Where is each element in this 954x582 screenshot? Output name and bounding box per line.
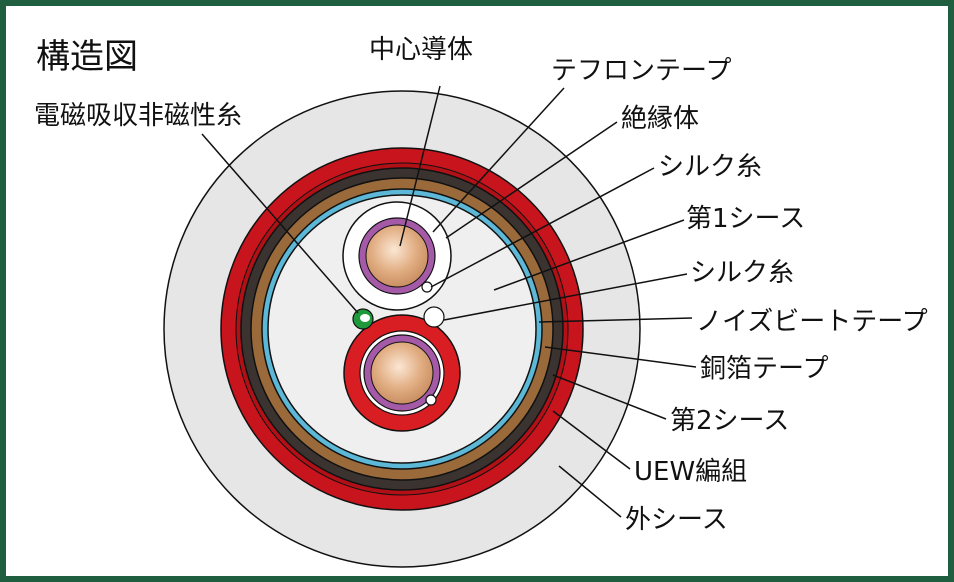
leader-silk-thread-1 — [430, 167, 655, 288]
cable-cross-section-diagram: 構造図 中心導体 テフロンテープ 絶縁体 シルク糸 第1シース シルク糸 ノイズ… — [34, 35, 928, 568]
label-noise-beat-tape: ノイズビートテープ — [696, 307, 928, 337]
emi-thread-highlight — [360, 314, 370, 322]
label-first-sheath: 第1シース — [686, 204, 805, 234]
upper-silk-thread — [421, 281, 433, 293]
leader-uew-braid — [552, 410, 631, 470]
diagram-title: 構造図 — [36, 37, 138, 77]
label-silk-thread-1: シルク糸 — [658, 152, 762, 182]
lower-center-conductor — [370, 341, 434, 405]
label-uew-braid: UEW編組 — [634, 457, 747, 487]
leader-noise-beat-tape — [538, 317, 693, 323]
label-copper-foil-tape: 銅箔テープ — [700, 354, 828, 384]
label-teflon-tape: テフロンテープ — [551, 56, 731, 86]
lower-silk-thread — [425, 394, 437, 406]
leader-emi-thread — [201, 133, 359, 314]
label-second-sheath: 第2シース — [670, 406, 789, 436]
label-center-conductor: 中心導体 — [369, 35, 473, 65]
first-sheath-silk-thread — [423, 306, 445, 328]
leader-center-conductor — [399, 85, 441, 247]
label-insulator: 絶縁体 — [621, 104, 699, 134]
label-silk-thread-2: シルク糸 — [690, 258, 794, 288]
label-emi-thread: 電磁吸収非磁性糸 — [34, 101, 242, 131]
leader-outer-sheath — [558, 465, 622, 518]
leader-insulator — [445, 121, 618, 239]
leader-silk-thread-2 — [443, 273, 688, 321]
leader-second-sheath — [552, 374, 667, 420]
upper-center-conductor — [365, 224, 429, 288]
leader-copper-foil-tape — [544, 346, 697, 368]
leader-teflon-tape — [432, 87, 565, 233]
label-outer-sheath: 外シース — [625, 505, 728, 535]
leader-first-sheath — [493, 219, 685, 291]
